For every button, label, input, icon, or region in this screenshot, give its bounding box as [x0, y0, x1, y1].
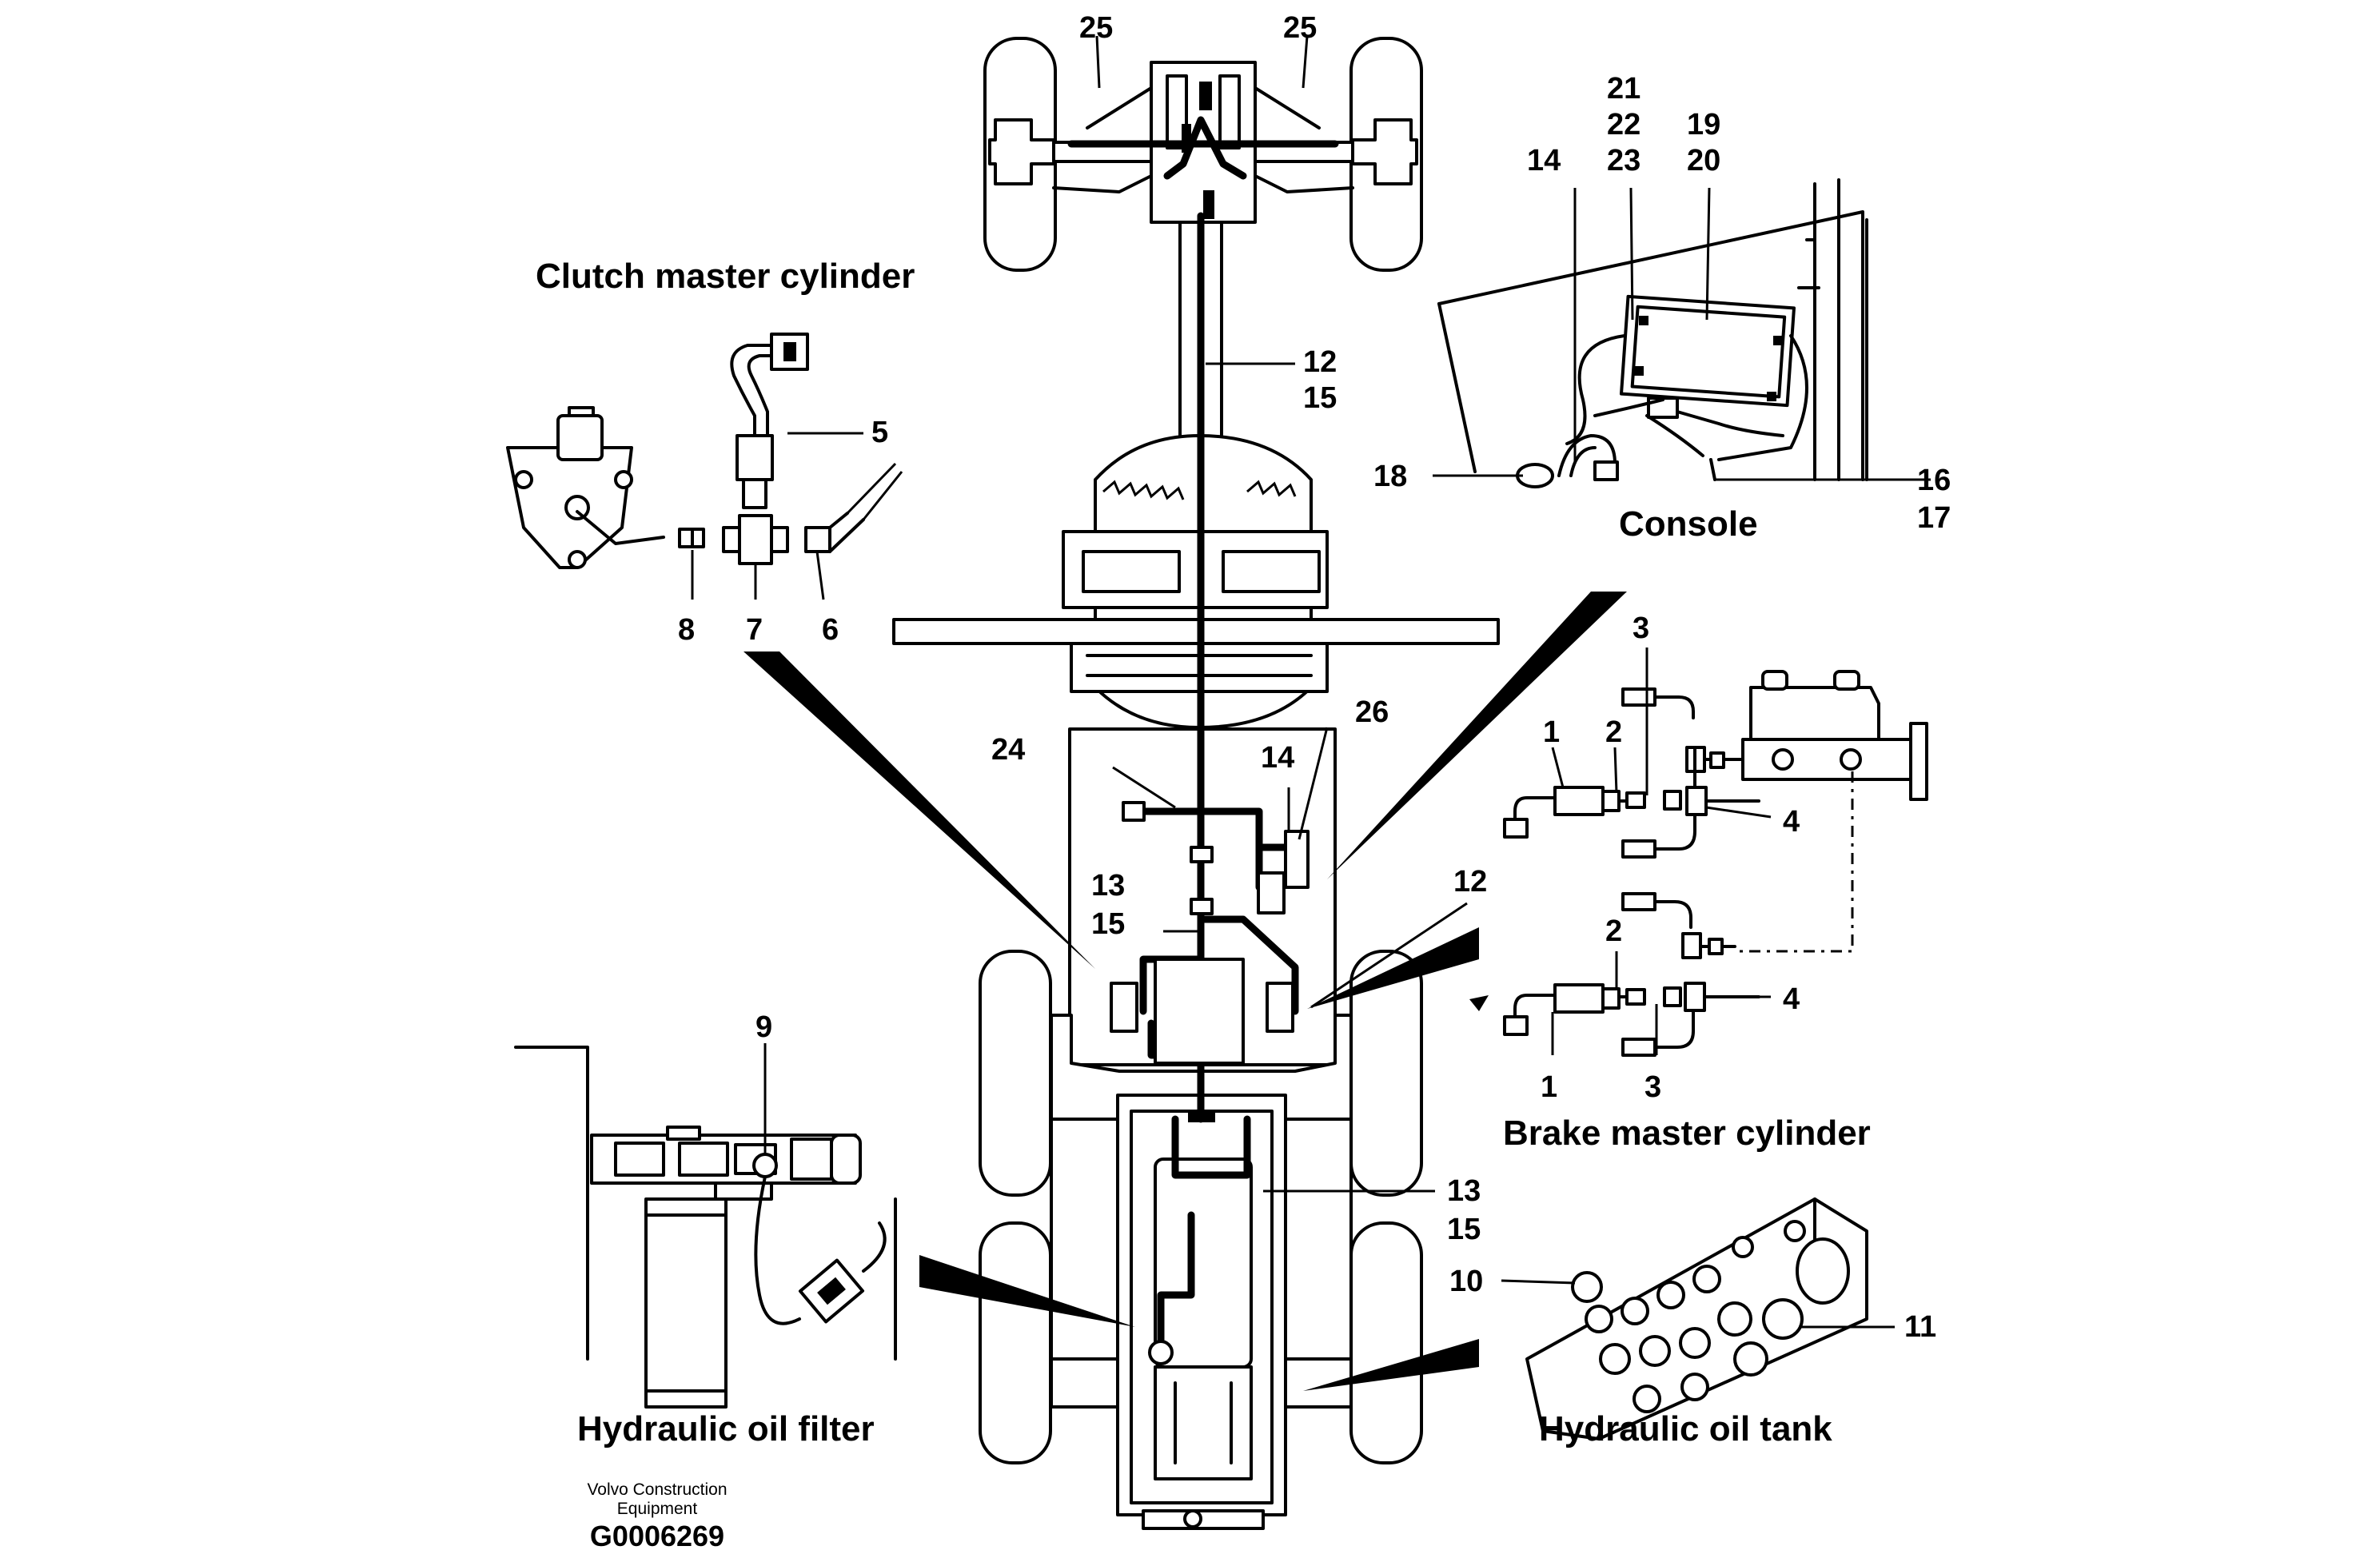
- callout-23: 23: [1607, 144, 1640, 177]
- hydraulic-oil-tank-title: Hydraulic oil tank: [1539, 1409, 1832, 1448]
- callout-4-lower: 4: [1783, 982, 1800, 1016]
- console-title: Console: [1619, 504, 1758, 544]
- callout-15-top: 15: [1303, 381, 1337, 415]
- clutch-master-cylinder-title: Clutch master cylinder: [536, 257, 915, 296]
- hydraulic-oil-filter-detail: [514, 1043, 897, 1409]
- callout-1-upper: 1: [1543, 715, 1560, 749]
- callout-10: 10: [1449, 1265, 1483, 1298]
- callout-14-center: 14: [1261, 741, 1294, 775]
- callout-16: 16: [1917, 464, 1951, 497]
- callout-11: 11: [1904, 1310, 1936, 1344]
- brake-master-cylinder-detail: [1503, 648, 1928, 1057]
- callout-4-upper: 4: [1783, 805, 1800, 839]
- callout-19: 19: [1687, 108, 1720, 141]
- console-detail: [1433, 178, 1931, 488]
- credit-block: Volvo Construction Equipment G0006269: [587, 1480, 727, 1552]
- callout-24: 24: [991, 733, 1025, 767]
- callout-1-lower: 1: [1541, 1070, 1557, 1104]
- callout-15-center: 15: [1091, 907, 1125, 941]
- callout-3-upper: 3: [1633, 612, 1649, 645]
- callout-26: 26: [1355, 695, 1389, 729]
- callout-leaders: [1095, 35, 1468, 1193]
- clutch-master-cylinder-detail: [506, 333, 903, 600]
- detail-pointers: [744, 592, 1627, 1391]
- sensor-harness: [1067, 116, 1339, 1365]
- callout-15-rear: 15: [1447, 1213, 1481, 1246]
- callout-2-upper: 2: [1605, 715, 1622, 749]
- machine-chassis: [892, 37, 1500, 1530]
- callout-9: 9: [755, 1010, 772, 1044]
- credit-line-2: Equipment: [617, 1500, 698, 1518]
- callout-21: 21: [1607, 72, 1640, 106]
- callout-20: 20: [1687, 144, 1720, 177]
- callout-17: 17: [1917, 501, 1951, 535]
- callout-13-rear: 13: [1447, 1174, 1481, 1208]
- section-titles: Clutch master cylinder Console Brake mas…: [536, 257, 1871, 1448]
- figure-code: G0006269: [590, 1520, 724, 1552]
- callout-13-center: 13: [1091, 869, 1125, 903]
- callout-8: 8: [678, 613, 695, 647]
- callout-2-lower: 2: [1605, 914, 1622, 948]
- callout-25-left: 25: [1079, 11, 1113, 45]
- callout-12-top: 12: [1303, 345, 1337, 379]
- callout-7: 7: [746, 613, 763, 647]
- hydraulic-oil-tank-detail: [1501, 1197, 1895, 1440]
- callout-18: 18: [1373, 460, 1407, 493]
- credit-line-1: Volvo Construction: [587, 1480, 727, 1499]
- callout-12-center: 12: [1453, 865, 1487, 899]
- hydraulic-oil-filter-title: Hydraulic oil filter: [577, 1409, 875, 1448]
- callout-22: 22: [1607, 108, 1640, 141]
- callout-25-right: 25: [1283, 11, 1317, 45]
- callout-6: 6: [822, 613, 839, 647]
- callout-numbers: 25 25 12 15 21 22 23 19 20 14 18 16 17 5…: [678, 11, 1951, 1344]
- callout-5: 5: [871, 416, 888, 449]
- brake-master-cylinder-title: Brake master cylinder: [1503, 1114, 1871, 1153]
- callout-14-console: 14: [1527, 144, 1561, 177]
- callout-3-lower: 3: [1644, 1070, 1661, 1104]
